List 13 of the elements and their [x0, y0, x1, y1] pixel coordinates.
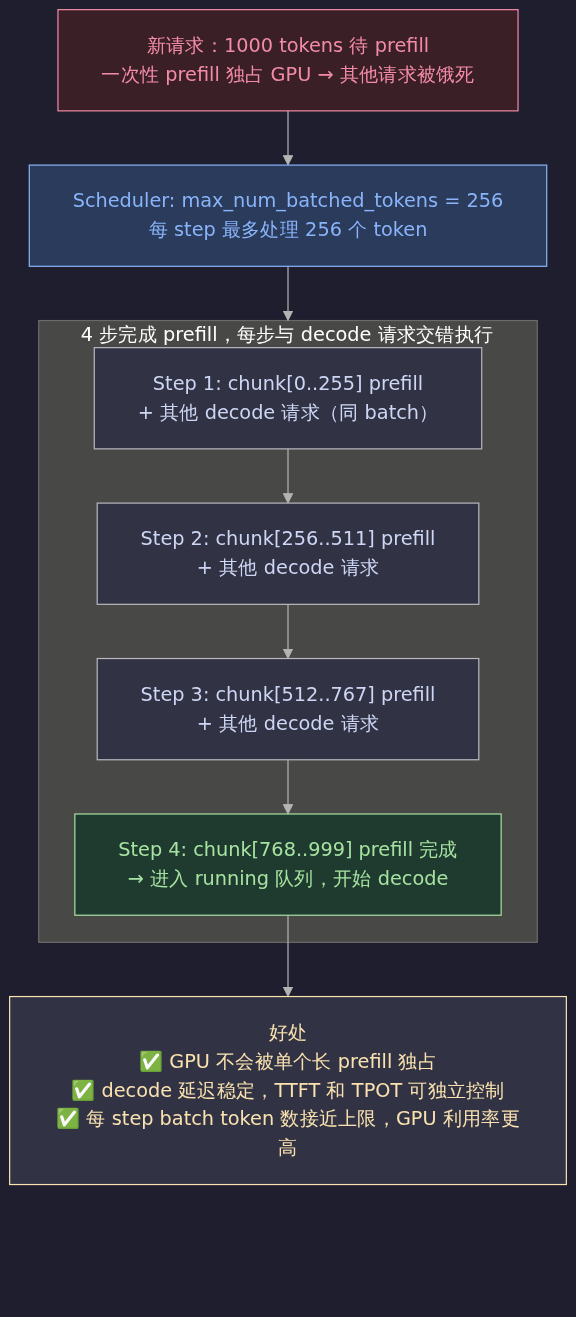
process-box: Step 4: chunk[768..999] prefill 完成 → 进入 running 队列，开始 decode: [74, 813, 502, 916]
arrow: [282, 110, 294, 166]
process-box: Scheduler: max_num_batched_tokens = 256 每 step 最多处理 256 个 token: [28, 164, 548, 267]
arrow: [282, 265, 294, 321]
process-box: 好处 ✅ GPU 不会被单个长 prefill 独占 ✅ decode 延迟稳定，TTFT 和 TPOT 可独立控制 ✅ 每 step batch token 数接近上限，GPU 利用率更高: [9, 995, 567, 1186]
process-box: Step 2: chunk[256..511] prefill + 其他 decode 请求: [96, 502, 480, 605]
process-box: 新请求：1000 tokens 待 prefill 一次性 prefill 独占 GPU → 其他请求被饿死: [57, 9, 519, 112]
process-box: Step 1: chunk[0..255] prefill + 其他 decode 请求（同 batch）: [93, 347, 483, 450]
arrow: [282, 759, 294, 815]
arrow: [282, 448, 294, 504]
process-box: Step 3: chunk[512..767] prefill + 其他 decode 请求: [96, 657, 480, 761]
arrow: [282, 914, 294, 998]
arrow: [282, 603, 294, 659]
